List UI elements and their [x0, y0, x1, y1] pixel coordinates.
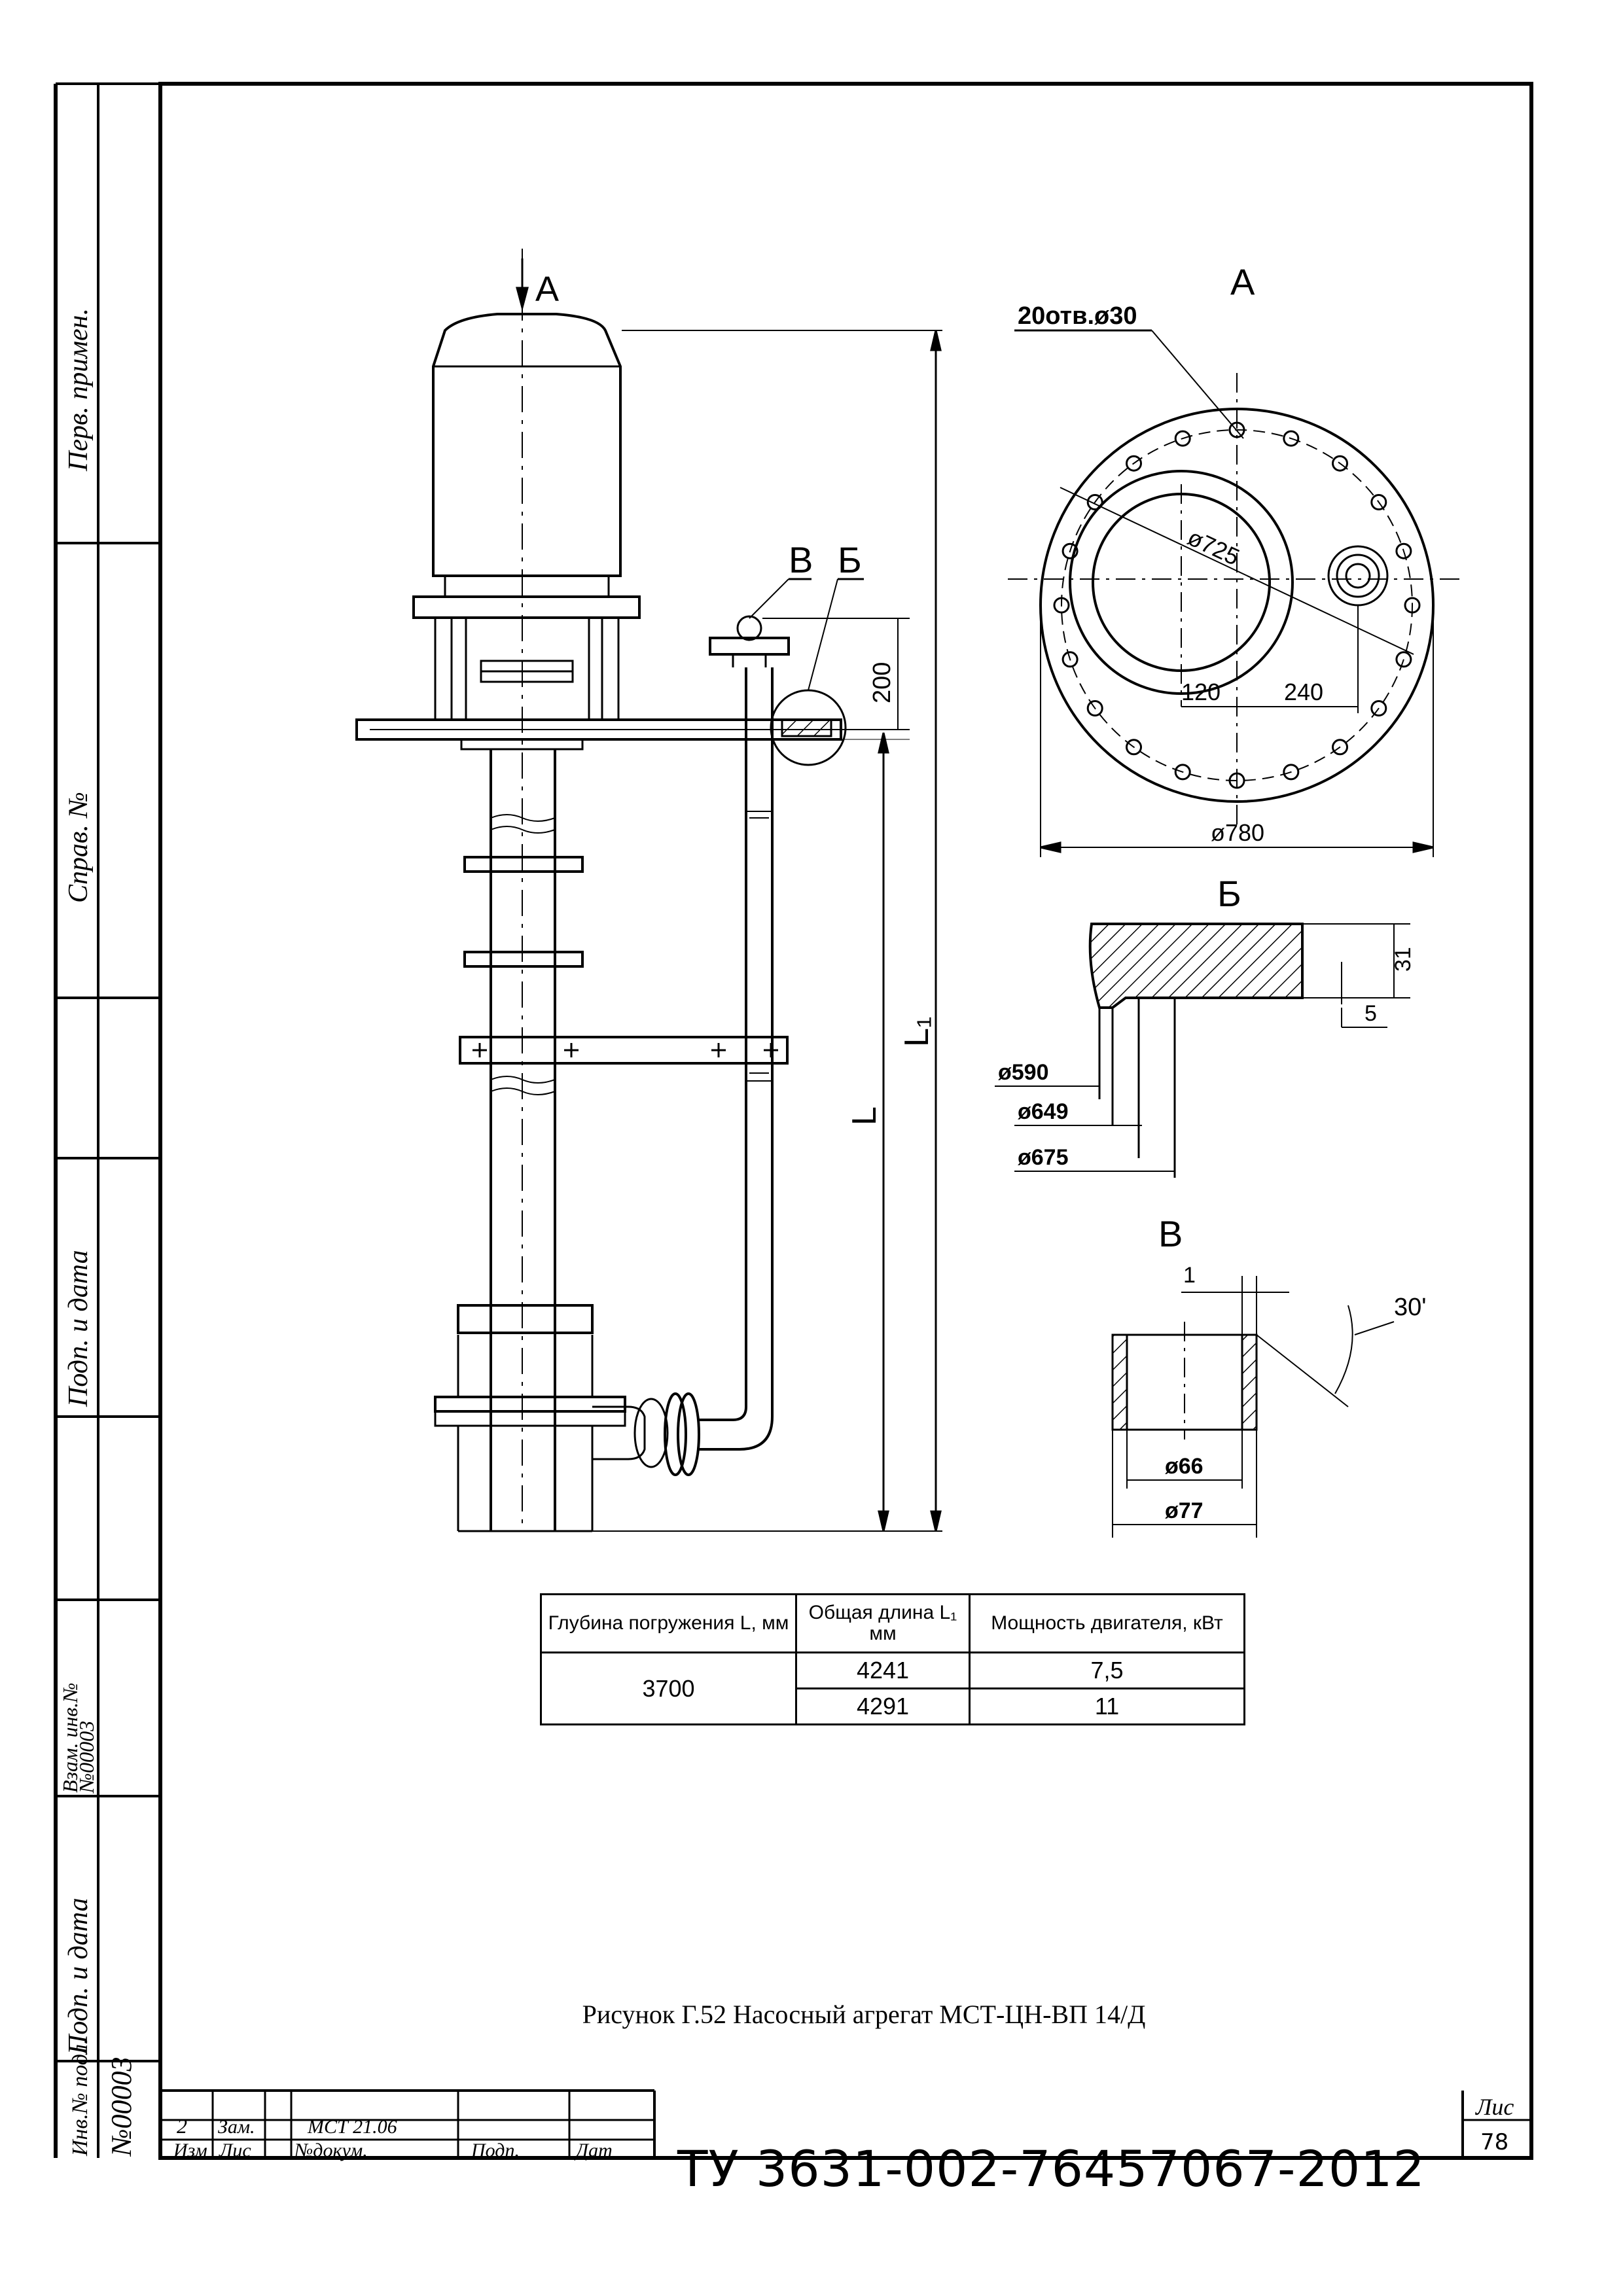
- view-b-section: [995, 923, 1410, 1178]
- stamp-vzam-inv-value: №00003: [75, 1721, 98, 1793]
- view-b-d649: ø649: [1018, 1099, 1069, 1124]
- stamp-perv-primen: Перв. примен.: [63, 308, 94, 472]
- detail-v-label: В: [789, 539, 813, 580]
- tb-col-izm: Изм: [173, 2140, 207, 2161]
- view-v-detail: [1111, 1276, 1395, 1538]
- table-cell-length: 4241: [795, 1651, 971, 1689]
- table-cell-power: 7,5: [969, 1651, 1245, 1689]
- view-v-d77: ø77: [1165, 1498, 1204, 1523]
- tb-col-podp: Подп.: [471, 2140, 520, 2161]
- table-header-depth: Глубина погружения L, мм: [540, 1593, 797, 1653]
- view-a-holes-note: 20отв.ø30: [1018, 302, 1137, 330]
- dim-200: 200: [868, 662, 896, 703]
- bolt-hole: [1053, 597, 1070, 614]
- bolt-hole: [1126, 455, 1142, 472]
- tb-col-list: Лис: [219, 2140, 251, 2161]
- bolt-hole: [1395, 542, 1412, 559]
- table-header-power: Мощность двигателя, кВт: [969, 1593, 1245, 1653]
- bolt-hole: [1086, 494, 1103, 510]
- view-a-d725: ø725: [1184, 523, 1244, 571]
- stamp-podp-data-1: Подп. и дата: [63, 1250, 94, 1407]
- dim-L: L: [846, 1106, 883, 1125]
- bolt-hole: [1283, 764, 1300, 781]
- bolt-hole: [1228, 421, 1245, 438]
- bolt-hole: [1061, 651, 1079, 668]
- tb-col-doc: №докум.: [294, 2140, 368, 2161]
- tb-change-no: 2: [177, 2114, 187, 2138]
- table-cell-depth: 3700: [540, 1651, 797, 1725]
- tb-change-doc: МСТ 21.06: [307, 2116, 397, 2138]
- view-v-angle: 30': [1394, 1294, 1427, 1321]
- view-a-d120: 120: [1181, 679, 1221, 705]
- view-a-arrow-label: A: [535, 270, 559, 309]
- stamp-vzam-inv: Взам. инв.№: [58, 1683, 82, 1793]
- detail-b-label: Б: [838, 539, 862, 580]
- view-a-d780: ø780: [1211, 819, 1264, 846]
- bolt-hole: [1061, 542, 1079, 559]
- tb-change-type: Зам.: [218, 2116, 255, 2138]
- view-a-flange: [1008, 329, 1466, 857]
- tb-sheet-number: 78: [1480, 2129, 1508, 2155]
- table-cell-length: 4291: [795, 1687, 971, 1725]
- dim-L1: L₁: [898, 1017, 936, 1047]
- bolt-hole: [1332, 739, 1348, 756]
- stamp-inv-podl-value: №00003: [105, 2057, 137, 2158]
- bolt-hole: [1086, 700, 1103, 716]
- view-v-title: В: [1158, 1213, 1183, 1254]
- view-b-d675: ø675: [1018, 1145, 1069, 1170]
- figure-caption: Рисунок Г.52 Насосный агрегат МСТ-ЦН-ВП …: [582, 2000, 1146, 2029]
- bolt-hole: [1174, 764, 1191, 781]
- view-a-title: A: [1230, 261, 1255, 302]
- pump-side-view: [355, 249, 942, 1532]
- document-number: ТУ 3631-002-76457067-2012: [677, 2140, 1425, 2198]
- outer-frame: [158, 82, 1533, 2160]
- table-header-length: Общая длина L₁ мм: [795, 1593, 971, 1653]
- tb-col-data: Дат: [574, 2140, 613, 2161]
- bolt-hole: [1370, 494, 1387, 510]
- view-v-d66: ø66: [1165, 1454, 1204, 1479]
- bolt-hole: [1126, 739, 1142, 756]
- tb-sheet-label: Лис: [1475, 2094, 1514, 2120]
- pump-spec-table: Глубина погружения L, мм Общая длина L₁ …: [540, 1593, 1245, 1725]
- view-a-d240: 240: [1284, 679, 1323, 705]
- stamp-podp-data-2: Подп. и дата: [63, 1898, 94, 2055]
- view-v-d1: 1: [1183, 1263, 1196, 1288]
- bolt-hole: [1332, 455, 1348, 472]
- bolt-hole: [1228, 772, 1245, 789]
- bolt-hole: [1404, 597, 1421, 614]
- view-b-d31: 31: [1391, 947, 1416, 972]
- bolt-hole: [1174, 430, 1191, 447]
- view-b-d590: ø590: [998, 1060, 1049, 1085]
- stamp-sprav-no: Справ. №: [63, 792, 94, 903]
- bolt-hole: [1283, 430, 1300, 447]
- stamp-inv-podl: Инв.№ подл.: [68, 2039, 92, 2157]
- view-b-d5: 5: [1364, 1001, 1377, 1026]
- bolt-hole: [1395, 651, 1412, 668]
- bolt-hole: [1370, 700, 1387, 716]
- table-cell-power: 11: [969, 1687, 1245, 1725]
- view-b-title: Б: [1217, 873, 1241, 914]
